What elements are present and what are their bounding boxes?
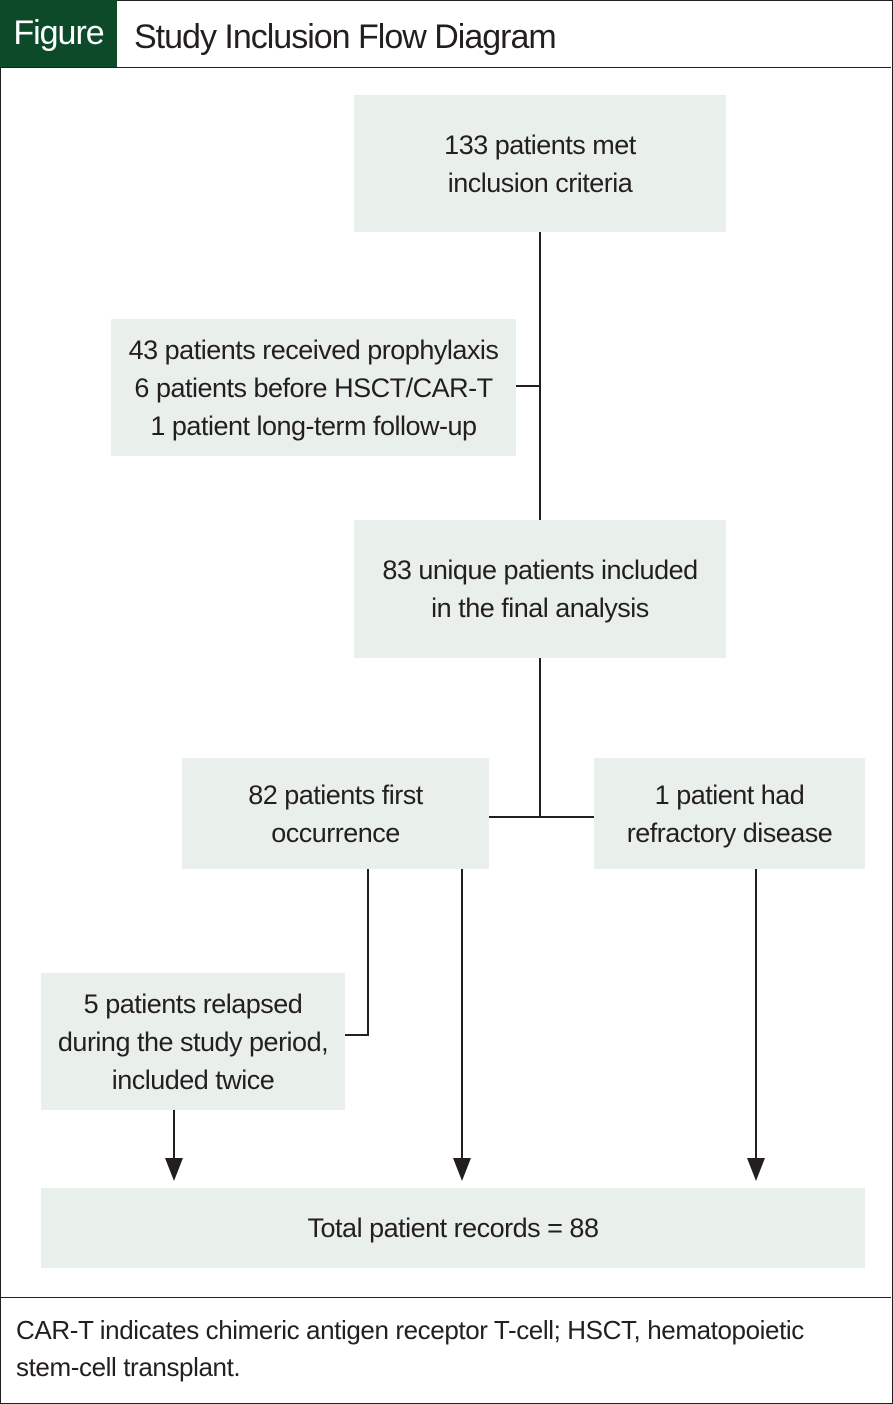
box-first-occurrence: 82 patients first occurrence [182, 758, 489, 869]
arrowhead-relapsed [165, 1158, 183, 1181]
connector-first-to-relapsed [345, 869, 369, 1036]
box-final-analysis: 83 unique patients included in the final… [354, 520, 726, 658]
box-line: in the final analysis [431, 593, 649, 623]
box-line: 83 unique patients included [382, 555, 698, 585]
box-line: during the study period, [57, 1026, 329, 1057]
box-line: 5 patients relapsed [83, 988, 303, 1019]
box-line: 82 patients first [248, 779, 423, 810]
footnote-line: CAR-T indicates chimeric antigen recepto… [16, 1315, 804, 1345]
box-inclusion-criteria: 133 patients met inclusion criteria [354, 95, 726, 232]
box-line: inclusion criteria [447, 167, 633, 198]
box-line: 6 patients before HSCT/CAR-T [134, 372, 493, 403]
box-refractory-disease: 1 patient had refractory disease [594, 758, 865, 869]
box-line: 43 patients received prophylaxis [128, 334, 499, 365]
arrowhead-first [453, 1158, 471, 1181]
box-line: Total patient records = 88 [307, 1213, 599, 1243]
box-line: 133 patients met [444, 129, 636, 160]
footnote-line: stem-cell transplant. [16, 1352, 241, 1382]
box-line: included twice [111, 1064, 275, 1095]
box-relapsed-patients: 5 patients relapsed during the study per… [41, 973, 345, 1110]
box-line: refractory disease [626, 817, 833, 848]
figure-footnote: CAR-T indicates chimeric antigen recepto… [0, 1297, 891, 1403]
box-total-records: Total patient records = 88 [41, 1188, 865, 1268]
figure-label: Figure [0, 0, 117, 67]
box-excluded-patients: 43 patients received prophylaxis 6 patie… [111, 319, 516, 456]
figure-title: Study Inclusion Flow Diagram [134, 18, 557, 56]
box-line: 1 patient long-term follow-up [150, 410, 477, 441]
figure-header: Figure Study Inclusion Flow Diagram [0, 0, 891, 68]
arrowhead-refractory [747, 1158, 765, 1181]
box-line: occurrence [271, 817, 400, 848]
box-line: 1 patient had [654, 779, 805, 810]
